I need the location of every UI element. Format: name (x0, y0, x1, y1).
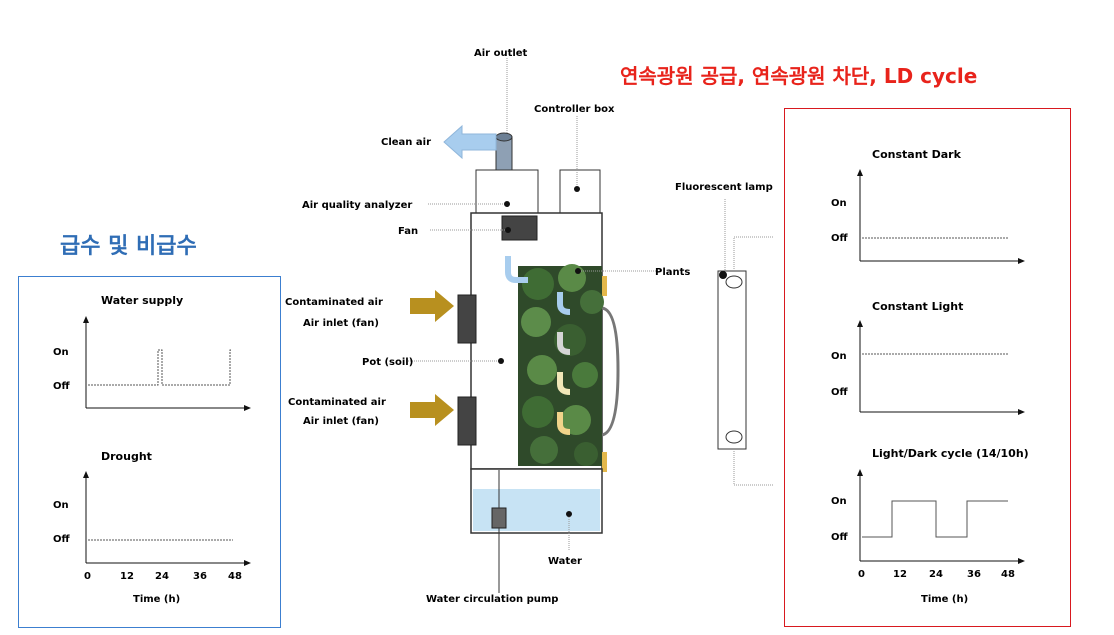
lx-tick-36: 36 (193, 571, 207, 582)
water-label: Water (548, 556, 582, 567)
contaminated-air-label-2: Contaminated air (288, 397, 386, 408)
right-xlabel: Time (h) (921, 594, 968, 605)
contaminated-air-arrow-2 (410, 394, 454, 426)
air-inlet-label-2: Air inlet (fan) (303, 416, 379, 427)
fluorescent-lamp-label: Fluorescent lamp (675, 182, 773, 193)
controller-box-label: Controller box (534, 104, 615, 115)
air-inlet-fan-1 (457, 294, 477, 344)
dr-on-label: On (53, 500, 69, 511)
drought-title: Drought (101, 450, 152, 463)
fluorescent-lamp-diagram: Fluorescent lamp (675, 182, 774, 486)
right-heading: 연속광원 공급, 연속광원 차단, LD cycle (620, 64, 978, 88)
constant-light-title: Constant Light (872, 300, 963, 313)
dr-off-label: Off (53, 534, 71, 545)
cl-on-label: On (831, 351, 847, 362)
pot-soil-label: Pot (soil) (362, 357, 413, 368)
device-diagram: Air outlet Controller box Clean air Air … (285, 48, 690, 605)
left-xlabel: Time (h) (133, 594, 180, 605)
ws-on-label: On (53, 347, 69, 358)
water-supply-title: Water supply (101, 294, 183, 307)
contaminated-air-arrow-1 (410, 290, 454, 322)
clean-air-label: Clean air (381, 137, 431, 148)
water-supply-series (88, 349, 232, 386)
rx-tick-48: 48 (1001, 569, 1015, 580)
ws-off-label: Off (53, 381, 71, 392)
fluorescent-lamp (717, 270, 747, 450)
constant-dark-title: Constant Dark (872, 148, 962, 161)
air-inlet-fan-2 (457, 396, 477, 446)
rx-tick-36: 36 (967, 569, 981, 580)
water-pump (491, 507, 507, 529)
lx-tick-24: 24 (155, 571, 169, 582)
plants-label: Plants (655, 267, 690, 278)
left-panel-frame (18, 276, 281, 628)
right-panel-frame (784, 108, 1071, 627)
clean-air-arrow (443, 124, 497, 160)
controller-box (559, 169, 601, 214)
ld-cycle-series (862, 500, 1008, 538)
cl-off-label: Off (831, 387, 849, 398)
rx-tick-12: 12 (893, 569, 907, 580)
right-charts: Constant Dark On Off Constant Light On O… (831, 148, 1029, 605)
rx-tick-0: 0 (858, 569, 865, 580)
cd-off-label: Off (831, 233, 849, 244)
left-heading: 급수 및 비급수 (60, 234, 197, 259)
ld-cycle-title: Light/Dark cycle (14/10h) (872, 447, 1029, 460)
lx-tick-0: 0 (84, 571, 91, 582)
ld-off-label: Off (831, 532, 849, 543)
lx-tick-48: 48 (228, 571, 242, 582)
left-charts: Water supply On Off Drought On Off 0 12 … (53, 294, 251, 605)
ld-on-label: On (831, 496, 847, 507)
air-outlet-pipe (495, 136, 513, 176)
air-outlet-label: Air outlet (474, 48, 528, 59)
air-inlet-label-1: Air inlet (fan) (303, 318, 379, 329)
cd-on-label: On (831, 198, 847, 209)
water-pump-label: Water circulation pump (426, 594, 558, 605)
contaminated-air-label-1: Contaminated air (285, 297, 383, 308)
fan (501, 215, 538, 241)
rx-tick-24: 24 (929, 569, 943, 580)
fan-label: Fan (398, 226, 418, 237)
air-quality-analyzer-label: Air quality analyzer (302, 200, 412, 211)
lx-tick-12: 12 (120, 571, 134, 582)
